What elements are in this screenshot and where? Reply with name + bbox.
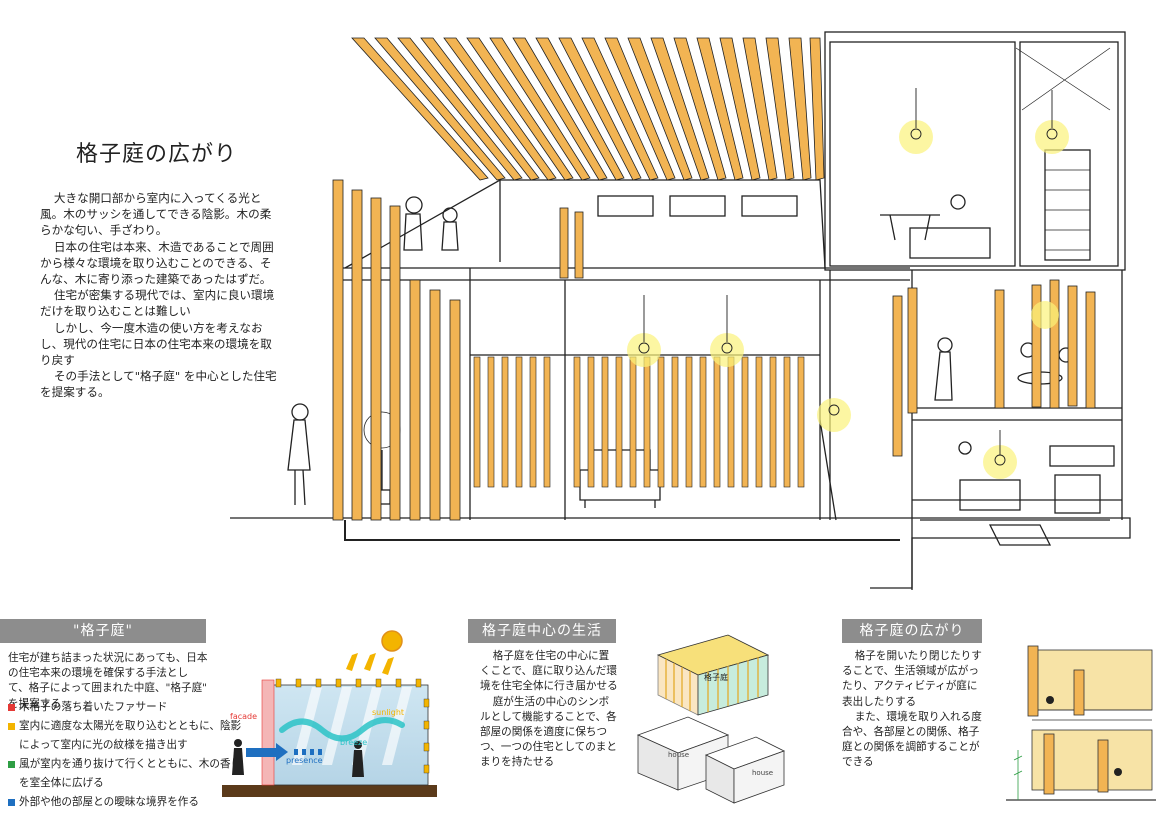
spread-paragraph: 格子を開いたり閉じたりすることで、生活領域が広がったり、アクティビティが庭に表出… <box>842 650 982 708</box>
presence-label: presence <box>286 756 323 765</box>
legend-label: 木格子の落ち着いたファサード <box>19 701 168 713</box>
life-paragraph: 格子庭を住宅の中心に置くことで、庭に取り込んだ環境を住宅全体に行き届かせる <box>480 650 618 693</box>
koshitei-legend: 木格子の落ち着いたファサード 室内に適度な太陽光を取り込むとともに、陰影によって… <box>8 698 244 812</box>
yellow-swatch-icon <box>8 723 15 730</box>
legend-label: 室内に適度な太陽光を取り込むとともに、陰影によって室内に光の紋様を描き出す <box>19 720 242 751</box>
intro-text: 大きな開口部から室内に入ってくる光と風。木のサッシを通してできる陰影。木の柔らか… <box>40 190 280 401</box>
legend-item-sunlight: 室内に適度な太陽光を取り込むとともに、陰影によって室内に光の紋様を描き出す <box>8 717 244 755</box>
spread-description: 格子を開いたり閉じたりすることで、生活領域が広がったり、アクティビティが庭に表出… <box>842 649 984 771</box>
legend-item-boundary: 外部や他の部屋との曖昧な境界を作る <box>8 793 244 812</box>
koshitei-description: 住宅が建ち詰まった状況にあっても、日本の住宅本来の環境を確保する手法として、格子… <box>8 652 208 710</box>
legend-item-facade: 木格子の落ち着いたファサード <box>8 698 244 717</box>
intro-paragraph: しかし、今一度木造の使い方を考えなおし、現代の住宅に日本の住宅本来の環境を取り戻… <box>40 320 272 368</box>
spread-paragraph: また、環境を取り入れる度合や、各部屋との関係、格子庭との関係を調節することができ… <box>842 710 982 769</box>
life-description: 格子庭を住宅の中心に置くことで、庭に取り込んだ環境を住宅全体に行き届かせる 庭が… <box>480 649 618 771</box>
intro-paragraph: その手法として"格子庭" を中心とした住宅を提案する。 <box>40 369 277 400</box>
blue-swatch-icon <box>8 799 15 806</box>
page-title: 格子庭の広がり <box>76 142 238 167</box>
intro-paragraph: 日本の住宅は本来、木造であることで周囲から様々な環境を取り込むことのできる、そん… <box>40 239 274 287</box>
section-header-spread: 格子庭の広がり <box>842 619 982 643</box>
section-header-life: 格子庭中心の生活 <box>468 619 616 643</box>
house-label: house <box>668 751 689 759</box>
spread-sketch <box>1006 645 1156 801</box>
section-perspective-drawing <box>230 31 1131 590</box>
section-header-koshitei: "格子庭" <box>0 619 206 643</box>
legend-label: 風が室内を通り抜けて行くとともに、木の香りを室全体に広げる <box>19 758 242 789</box>
red-swatch-icon <box>8 704 15 711</box>
breeze-label: breeze <box>340 738 367 747</box>
life-paragraph: 庭が生活の中心のシンボルとして機能することで、各部屋の関係を適度に保ちつつ、一つ… <box>480 695 617 769</box>
garden-massing-diagram: 格子庭 house house <box>636 634 786 804</box>
legend-item-breeze: 風が室内を通り抜けて行くとともに、木の香りを室全体に広げる <box>8 755 244 793</box>
house-label: house <box>752 769 773 777</box>
intro-paragraph: 住宅が密集する現代では、室内に良い環境だけを取り込むことは難しい <box>40 288 275 319</box>
facade-label: facade <box>230 712 257 721</box>
intro-paragraph: 大きな開口部から室内に入ってくる光と風。木のサッシを通してできる陰影。木の柔らか… <box>40 191 272 238</box>
sunlight-label: sunlight <box>372 708 404 717</box>
garden-label: 格子庭 <box>704 672 728 682</box>
legend-label: 外部や他の部屋との曖昧な境界を作る <box>19 796 199 808</box>
environment-diagram: facade sunlight breeze presence <box>222 630 437 797</box>
green-swatch-icon <box>8 761 15 768</box>
